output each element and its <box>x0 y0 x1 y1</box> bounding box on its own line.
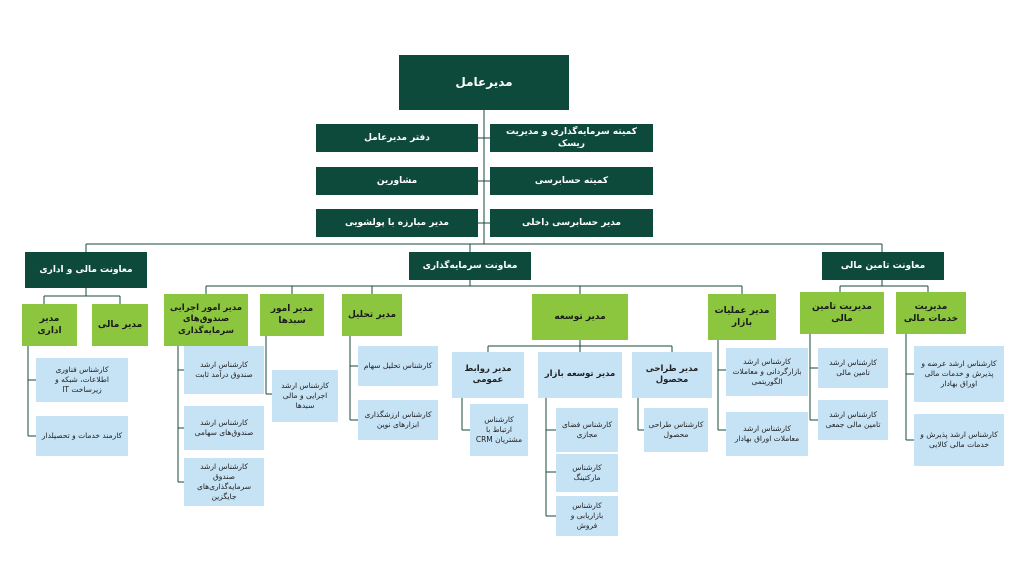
financing-manager-label: مدیریت تامین مالی <box>812 301 872 324</box>
financing-manager-box: مدیریت تامین مالی <box>800 292 884 334</box>
admin-finance-deputy-box: معاونت مالی و اداری <box>25 252 147 288</box>
securities-services-expert-label: کارشناس ارشد عرضه و پذیرش و خدمات مالی ا… <box>921 358 997 389</box>
securities-services-expert-box: کارشناس ارشد عرضه و پذیرش و خدمات مالی ا… <box>914 346 1004 402</box>
market-ops-manager-label: مدیر عملیات بازار <box>714 305 770 328</box>
marketing-expert-box: کارشناس مارکتینگ <box>556 454 618 492</box>
stock-analyst-label: کارشناس تحلیل سهام <box>363 360 433 370</box>
development-manager-box: مدیر توسعه <box>532 294 628 340</box>
portfolio-expert-label: کارشناس ارشد اجرایی و مالی سبدها <box>281 380 329 411</box>
market-ops-manager-box: مدیر عملیات بازار <box>708 294 776 340</box>
internal-audit-label: مدیر حسابرسی داخلی <box>522 217 621 228</box>
sales-expert-box: کارشناس بازاریابی و فروش <box>556 496 618 536</box>
portfolio-manager-label: مدیر امور سبدها <box>270 303 314 326</box>
fixed-income-fund-expert-box: کارشناس ارشد صندوق درآمد ثابت <box>184 346 264 394</box>
it-expert-label: کارشناس فناوری اطلاعات، شبکه و زیرساخت I… <box>55 364 109 395</box>
crm-expert-label: کارشناس ارتباط با مشتریان CRM <box>475 414 523 445</box>
financing-deputy-box: معاونت تامین مالی <box>822 252 944 280</box>
investment-risk-committee-label: کمیته سرمایه‌گذاری و مدیریت ریسک <box>506 126 637 149</box>
it-expert-box: کارشناس فناوری اطلاعات، شبکه و زیرساخت I… <box>36 358 128 402</box>
commodity-services-expert-box: کارشناس ارشد پذیرش و خدمات مالی کالایی <box>914 414 1004 466</box>
sales-expert-label: کارشناس بازاریابی و فروش <box>570 500 604 531</box>
pr-manager-box: مدیر روابط عمومی <box>452 352 524 398</box>
crm-expert-box: کارشناس ارتباط با مشتریان CRM <box>470 404 528 456</box>
finance-manager-label: مدیر مالی <box>97 319 143 330</box>
portfolio-manager-box: مدیر امور سبدها <box>260 294 324 336</box>
marketing-expert-label: کارشناس مارکتینگ <box>572 462 602 482</box>
financing-expert-label: کارشناس ارشد تامین مالی <box>829 357 877 377</box>
commodity-services-expert-label: کارشناس ارشد پذیرش و خدمات مالی کالایی <box>920 429 998 449</box>
equity-fund-expert-box: کارشناس ارشد صندوق‌های سهامی <box>184 406 264 450</box>
audit-committee-box: کمیته حسابرسی <box>490 167 653 195</box>
alternative-fund-expert-label: کارشناس ارشد صندوق سرمایه‌گذاری‌های جایگ… <box>196 461 252 502</box>
admin-finance-deputy-label: معاونت مالی و اداری <box>39 264 133 275</box>
ceo-label: مدیرعامل <box>455 75 513 90</box>
investment-deputy-box: معاونت سرمایه‌گذاری <box>409 252 531 280</box>
valuation-expert-box: کارشناس ارزشگذاری ابزارهای نوین <box>358 400 438 440</box>
alternative-fund-expert-box: کارشناس ارشد صندوق سرمایه‌گذاری‌های جایگ… <box>184 458 264 506</box>
ceo-box: مدیرعامل <box>399 55 569 110</box>
financing-deputy-label: معاونت تامین مالی <box>840 260 926 271</box>
development-manager-label: مدیر توسعه <box>554 311 606 322</box>
stock-analyst-box: کارشناس تحلیل سهام <box>358 346 438 386</box>
financing-expert-box: کارشناس ارشد تامین مالی <box>818 348 888 388</box>
product-design-expert-label: کارشناس طراحی محصول <box>648 419 704 439</box>
fixed-income-fund-expert-label: کارشناس ارشد صندوق درآمد ثابت <box>195 359 253 379</box>
aml-manager-label: مدیر مبارزه با پولشویی <box>345 217 449 228</box>
securities-trading-expert-box: کارشناس ارشد معاملات اوراق بهادار <box>726 412 808 456</box>
financial-services-manager-label: مدیریت خدمات مالی <box>903 301 959 324</box>
investment-deputy-label: معاونت سرمایه‌گذاری <box>422 260 518 271</box>
services-staff-box: کارمند خدمات و تحصیلدار <box>36 416 128 456</box>
ceo-office-box: دفتر مدیرعامل <box>316 124 478 152</box>
services-staff-label: کارمند خدمات و تحصیلدار <box>41 430 123 440</box>
admin-manager-label: مدیر اداری <box>37 313 62 336</box>
funds-manager-label: مدیر امور اجرایی صندوق‌های سرمایه‌گذاری <box>169 302 242 336</box>
product-design-expert-box: کارشناس طراحی محصول <box>644 408 708 452</box>
aml-manager-box: مدیر مبارزه با پولشویی <box>316 209 478 237</box>
social-media-expert-box: کارشناس فضای مجازی <box>556 408 618 452</box>
product-manager-label: مدیر طراحی محصول <box>645 363 699 385</box>
valuation-expert-label: کارشناس ارزشگذاری ابزارهای نوین <box>364 409 432 429</box>
investment-risk-committee-box: کمیته سرمایه‌گذاری و مدیریت ریسک <box>490 124 653 152</box>
advisors-box: مشاورین <box>316 167 478 195</box>
advisors-label: مشاورین <box>376 175 418 186</box>
admin-manager-box: مدیر اداری <box>22 304 77 346</box>
analysis-manager-box: مدیر تحلیل <box>342 294 402 336</box>
market-dev-manager-box: مدیر توسعه بازار <box>538 352 622 398</box>
portfolio-expert-box: کارشناس ارشد اجرایی و مالی سبدها <box>272 370 338 422</box>
equity-fund-expert-label: کارشناس ارشد صندوق‌های سهامی <box>194 417 254 437</box>
social-media-expert-label: کارشناس فضای مجازی <box>561 419 613 439</box>
analysis-manager-label: مدیر تحلیل <box>347 309 397 320</box>
crowdfunding-expert-label: کارشناس ارشد تامین مالی جمعی <box>825 409 881 429</box>
crowdfunding-expert-box: کارشناس ارشد تامین مالی جمعی <box>818 400 888 440</box>
financial-services-manager-box: مدیریت خدمات مالی <box>896 292 966 334</box>
market-dev-manager-label: مدیر توسعه بازار <box>544 369 616 380</box>
audit-committee-label: کمیته حسابرسی <box>534 175 609 186</box>
funds-manager-box: مدیر امور اجرایی صندوق‌های سرمایه‌گذاری <box>164 294 248 346</box>
product-manager-box: مدیر طراحی محصول <box>632 352 712 398</box>
securities-trading-expert-label: کارشناس ارشد معاملات اوراق بهادار <box>734 423 800 443</box>
finance-manager-box: مدیر مالی <box>92 304 148 346</box>
market-making-expert-label: کارشناس ارشد بازارگردانی و معاملات الگور… <box>732 356 802 387</box>
ceo-office-label: دفتر مدیرعامل <box>364 132 430 143</box>
internal-audit-box: مدیر حسابرسی داخلی <box>490 209 653 237</box>
market-making-expert-box: کارشناس ارشد بازارگردانی و معاملات الگور… <box>726 348 808 396</box>
pr-manager-label: مدیر روابط عمومی <box>464 363 512 385</box>
